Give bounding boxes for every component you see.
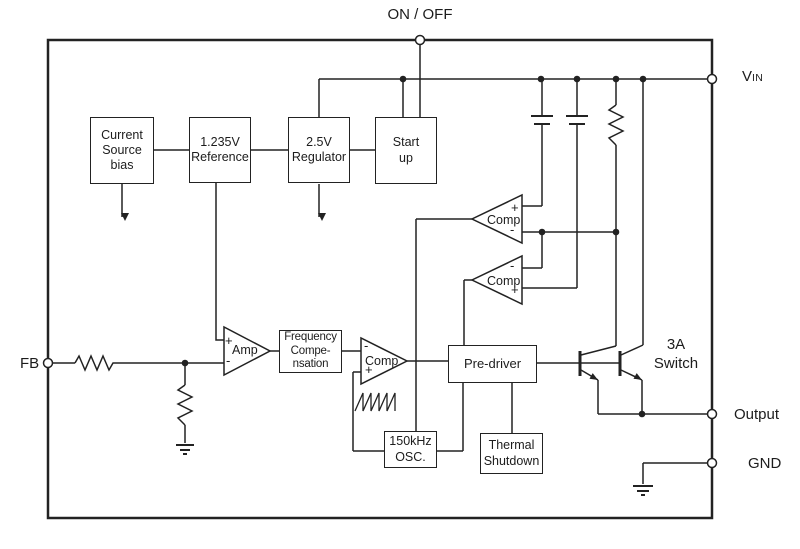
pin-circle-on-off xyxy=(414,34,426,46)
wires xyxy=(52,44,712,484)
current-limit-comp-label: Comp xyxy=(487,213,521,227)
pin-label-fb: FB xyxy=(20,355,40,372)
pwm-comp-triangle xyxy=(360,336,409,386)
freq-shift-comp-label: Comp xyxy=(487,274,521,288)
block-regulator-label: 2.5V Regulator xyxy=(291,134,347,164)
block-thermal-shutdown: Thermal Shutdown xyxy=(480,433,543,474)
error-amp-triangle xyxy=(223,325,272,377)
block-pre-driver: Pre-driver xyxy=(448,345,537,383)
error-amp-minus-sign: - xyxy=(226,353,231,368)
pin-circle-output xyxy=(706,408,718,420)
block-startup-label: Start up xyxy=(392,135,420,165)
error-amp-plus-sign: + xyxy=(225,333,233,348)
pin-circle-vin xyxy=(706,73,718,85)
block-pre-driver-label: Pre-driver xyxy=(463,356,522,372)
block-reference-label: 1.235V Reference xyxy=(191,134,249,164)
pin-label-vin-sub: IN xyxy=(752,72,764,84)
block-current-source-bias: Current Source bias xyxy=(90,117,154,184)
pin-label-on-off: ON / OFF xyxy=(387,6,453,23)
block-regulator: 2.5V Regulator xyxy=(288,117,350,183)
pin-circle-fb xyxy=(42,357,54,369)
freq-shift-comp-plus-sign: + xyxy=(511,282,519,297)
pin-label-output: Output xyxy=(734,406,780,423)
block-oscillator-label: 150kHz OSC. xyxy=(389,434,432,464)
pwm-comp-minus-sign: - xyxy=(364,338,369,353)
block-thermal-shutdown-label: Thermal Shutdown xyxy=(483,438,540,468)
ground-symbol-gnd xyxy=(633,485,653,496)
freq-shift-comp-minus-sign: - xyxy=(510,258,515,273)
block-startup: Start up xyxy=(375,117,437,184)
pwm-comp-label: Comp xyxy=(365,354,399,368)
block-current-source-bias-label: Current Source bias xyxy=(101,127,143,173)
resistor-vin-sense xyxy=(607,104,625,146)
current-limit-comp-plus-sign: + xyxy=(511,200,519,215)
block-freq-compensation: Frequency Compe- nsation xyxy=(279,330,342,373)
error-amp-label: Amp xyxy=(232,343,258,357)
pin-circle-gnd xyxy=(706,457,718,469)
resistor-fb xyxy=(74,354,115,372)
pin-label-vin-main: V xyxy=(742,68,753,85)
ground-symbol-divider xyxy=(176,444,194,455)
block-reference: 1.235V Reference xyxy=(189,117,251,183)
q1-emitter-arrow xyxy=(589,373,598,380)
block-oscillator: 150kHz OSC. xyxy=(384,431,437,468)
block-freq-compensation-label: Frequency Compe- nsation xyxy=(284,331,337,371)
ic-boundary-box xyxy=(46,38,714,520)
pin-circles xyxy=(42,34,718,469)
current-limit-comp-minus-sign: - xyxy=(510,222,515,237)
q2-emitter-arrow xyxy=(633,373,642,380)
switch-transistors xyxy=(578,344,644,381)
pin-label-gnd: GND xyxy=(748,455,782,472)
switch-annotation: 3A Switch xyxy=(653,336,699,372)
freq-shift-comp-triangle xyxy=(470,254,523,306)
pwm-comp-plus-sign: + xyxy=(365,362,373,377)
capacitor-1 xyxy=(531,115,553,125)
current-limit-comp-triangle xyxy=(470,193,523,245)
capacitor-2 xyxy=(566,115,588,125)
junction-dots xyxy=(181,75,647,418)
sawtooth-waveform-icon xyxy=(354,392,396,412)
resistor-divider xyxy=(176,384,194,426)
